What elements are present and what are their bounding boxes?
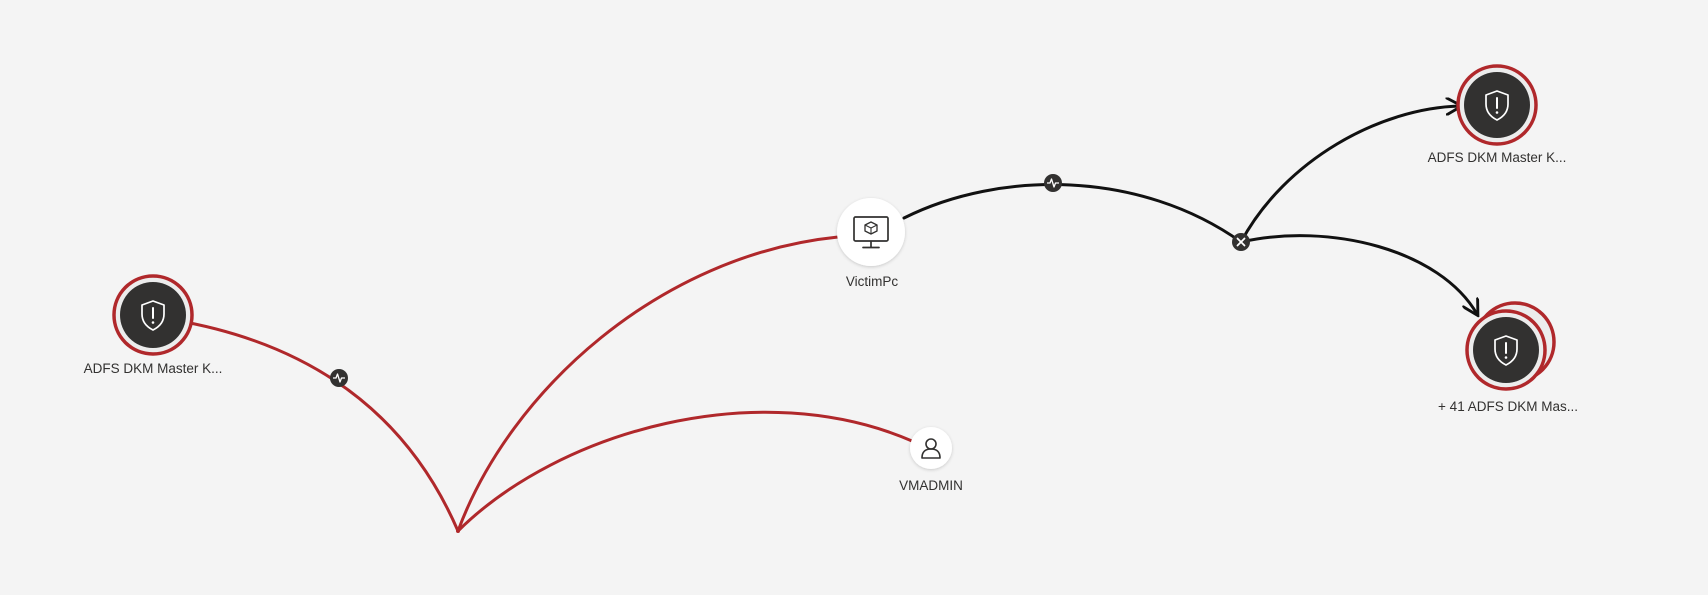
edge-marker-activity-1[interactable]	[330, 369, 348, 387]
alert-node-left[interactable]: ADFS DKM Master K...	[84, 274, 223, 376]
close-icon	[1236, 237, 1246, 247]
user-node-label: VMADMIN	[899, 478, 963, 493]
edge-split-to-alert-group[interactable]	[1239, 234, 1477, 314]
edge-marker-activity-2[interactable]	[1044, 174, 1062, 192]
edge-device-to-split[interactable]	[902, 183, 1243, 244]
activity-icon	[1047, 178, 1059, 188]
edge-junction-to-user[interactable]	[456, 410, 914, 533]
user-icon	[921, 438, 941, 459]
alert-node-left-label: ADFS DKM Master K...	[84, 361, 223, 376]
junction-point	[456, 529, 460, 533]
edge-split-to-alert-top[interactable]	[1239, 106, 1460, 244]
alert-group-node-label: + 41 ADFS DKM Mas...	[1438, 399, 1578, 414]
edge-junction-to-device[interactable]	[456, 235, 840, 533]
alert-node-top-label: ADFS DKM Master K...	[1428, 150, 1567, 165]
alert-group-node[interactable]: + 41 ADFS DKM Mas...	[1438, 301, 1578, 414]
alert-node-top[interactable]: ADFS DKM Master K...	[1428, 64, 1567, 165]
activity-icon	[333, 373, 345, 383]
edge-alert-left-to-junction[interactable]	[172, 318, 460, 533]
device-node-label: VictimPc	[846, 274, 899, 289]
monitor-icon	[853, 216, 889, 249]
edge-marker-close[interactable]	[1232, 233, 1250, 251]
user-node[interactable]: VMADMIN	[899, 427, 963, 493]
edges	[172, 106, 1477, 533]
device-node[interactable]: VictimPc	[837, 198, 905, 289]
